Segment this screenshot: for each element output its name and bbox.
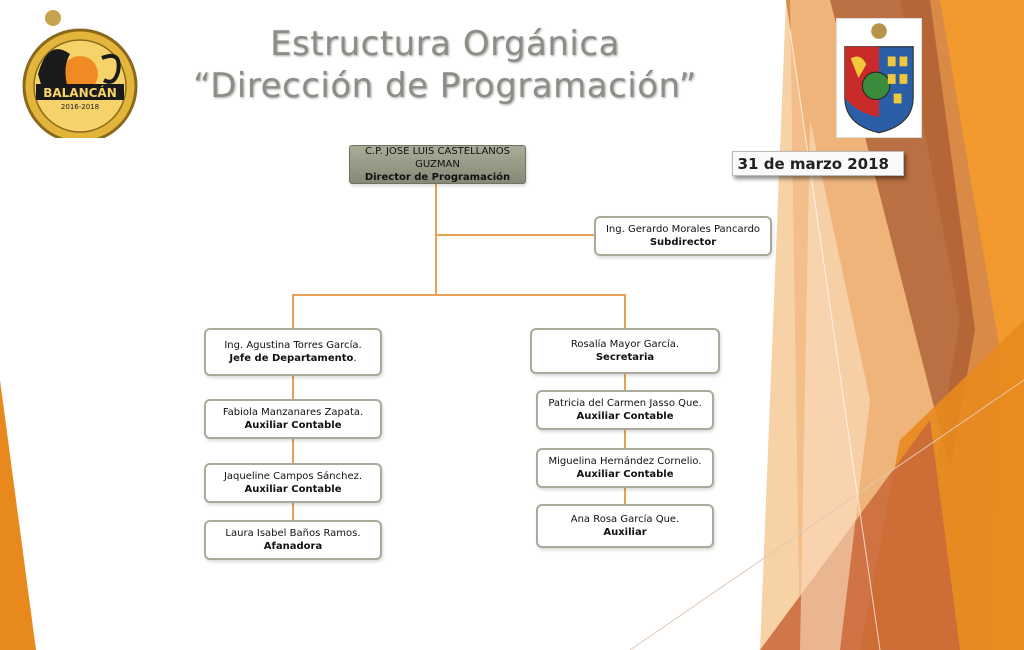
node-name: Rosalía Mayor García.	[570, 339, 680, 350]
node-role: Auxiliar Contable	[576, 469, 674, 480]
org-node-director: C.P. JOSE LUIS CASTELLANOS GUZMAN Direct…	[349, 145, 526, 184]
org-node-auxiliar-contable-3: Patricia del Carmen Jasso Que. Auxiliar …	[536, 390, 714, 430]
org-node-auxiliar-contable-2: Jaqueline Campos Sánchez. Auxiliar Conta…	[204, 463, 382, 503]
org-node-secretaria: Rosalía Mayor García. Secretaria	[530, 328, 720, 374]
node-role: Subdirector	[649, 237, 717, 248]
node-name: C.P. JOSE LUIS CASTELLANOS GUZMAN	[364, 146, 511, 170]
node-name: Patricia del Carmen Jasso Que.	[548, 398, 702, 409]
node-role: Auxiliar	[603, 527, 647, 538]
node-name: Ana Rosa García Que.	[570, 514, 680, 525]
node-role: Auxiliar Contable	[244, 484, 342, 495]
date-badge: 31 de marzo 2018	[732, 151, 904, 176]
node-role: Secretaria	[595, 352, 655, 363]
node-name: Fabiola Manzanares Zapata.	[222, 407, 364, 418]
node-role: Director de Programación	[364, 172, 511, 183]
page-subtitle: “Dirección de Programación”	[193, 66, 697, 106]
logo-text: BALANCÁN	[43, 85, 117, 100]
connector-line	[292, 294, 626, 296]
connector-line	[435, 183, 437, 295]
node-role: Afanadora	[263, 541, 323, 552]
node-name: Laura Isabel Baños Ramos.	[225, 528, 361, 539]
node-role: Auxiliar Contable	[576, 411, 674, 422]
node-name: Ing. Agustina Torres García.	[224, 340, 362, 351]
org-node-afanadora: Laura Isabel Baños Ramos. Afanadora	[204, 520, 382, 560]
node-role: Jefe de Departamento	[229, 353, 354, 364]
logo-years: 2016-2018	[61, 103, 99, 111]
node-name: Jaqueline Campos Sánchez.	[223, 471, 363, 482]
page-title: Estructura Orgánica	[270, 24, 620, 64]
org-node-jefe-departamento: Ing. Agustina Torres García. Jefe de Dep…	[204, 328, 382, 376]
balancan-logo: BALANCÁN 2016-2018	[22, 10, 138, 138]
node-role-suffix: .	[353, 353, 357, 364]
org-node-auxiliar-contable-1: Fabiola Manzanares Zapata. Auxiliar Cont…	[204, 399, 382, 439]
connector-line	[436, 234, 594, 236]
org-node-subdirector: Ing. Gerardo Morales Pancardo Subdirecto…	[594, 216, 772, 256]
node-name: Ing. Gerardo Morales Pancardo	[605, 224, 761, 235]
org-node-auxiliar-contable-4: Miguelina Hernández Cornelio. Auxiliar C…	[536, 448, 714, 488]
coat-of-arms-logo	[836, 18, 922, 138]
node-name: Miguelina Hernández Cornelio.	[548, 456, 702, 467]
node-role: Auxiliar Contable	[244, 420, 342, 431]
org-node-auxiliar: Ana Rosa García Que. Auxiliar	[536, 504, 714, 548]
